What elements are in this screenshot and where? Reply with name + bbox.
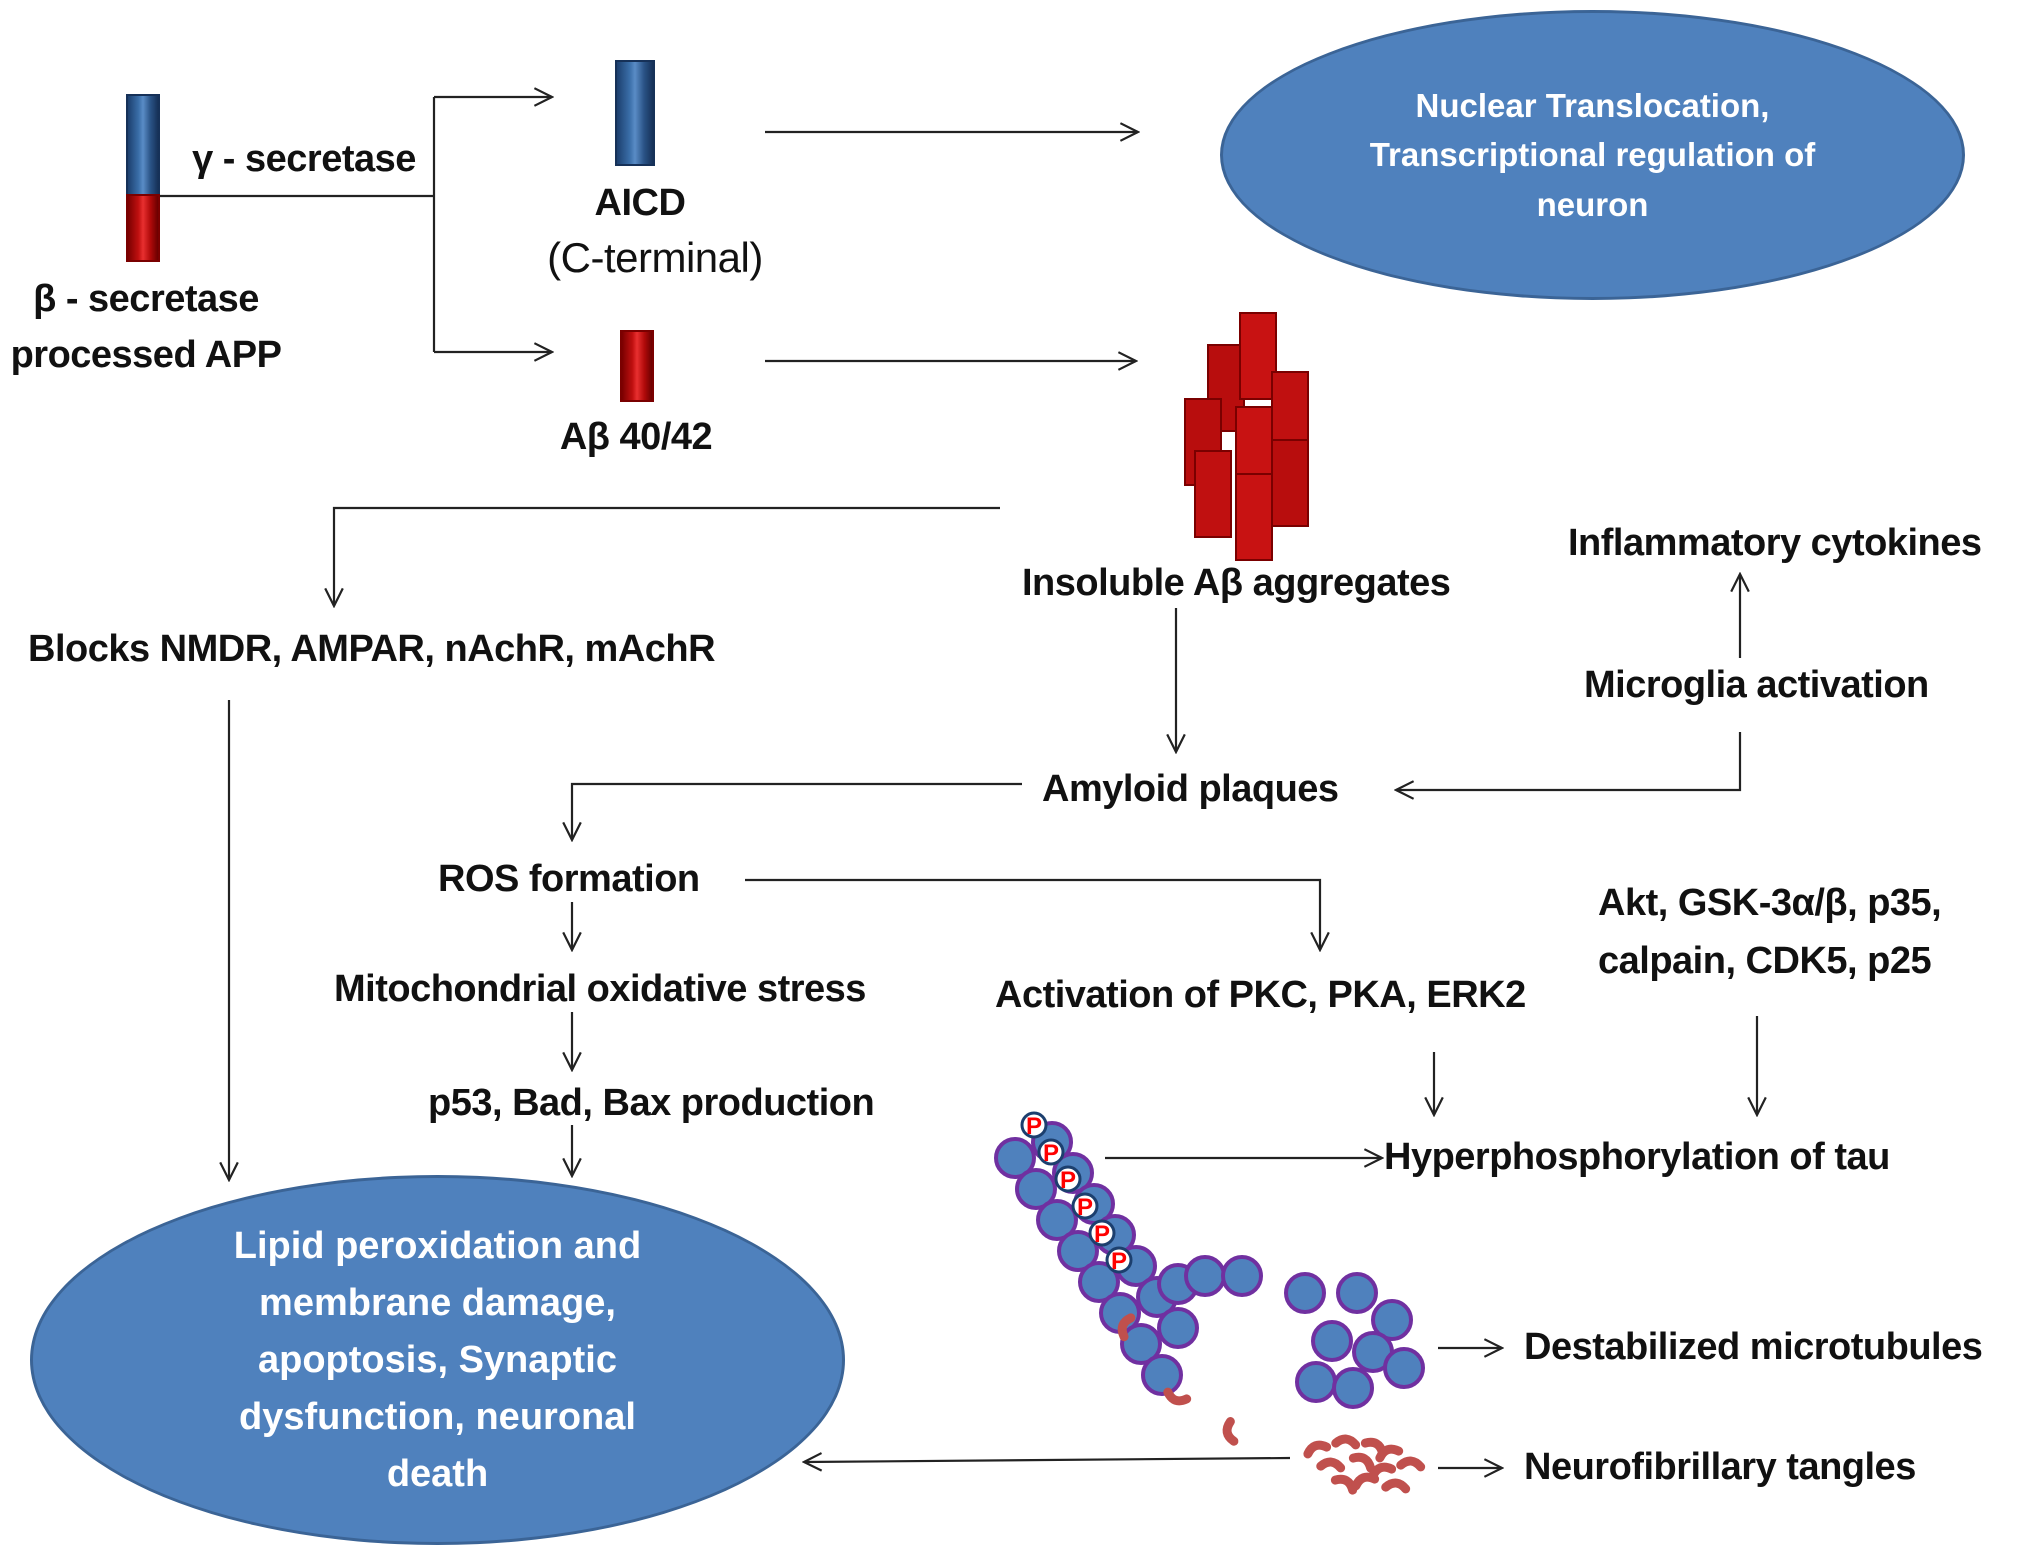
arrow-amyloid-to-ros <box>572 782 1022 840</box>
tangle-fragment <box>1348 1452 1376 1473</box>
inflammatory-cytokines-label: Inflammatory cytokines <box>1568 522 1982 564</box>
phospho-marker-label: P <box>1026 1113 1042 1140</box>
tubulin-bead <box>1295 1361 1337 1403</box>
tangle-fragment <box>1331 1434 1361 1450</box>
destabilized-microtubules-label: Destabilized microtubules <box>1524 1326 1983 1368</box>
phospho-marker <box>1088 1219 1116 1247</box>
tubulin-bead <box>1184 1255 1226 1297</box>
app-label-line2: processed APP <box>10 334 282 376</box>
neurofibrillary-tangle-icon <box>1117 1313 1426 1495</box>
aicd-fragment-icon <box>615 60 655 166</box>
hyperphosphorylation-label: Hyperphosphorylation of tau <box>1384 1136 1890 1178</box>
mitochondrial-stress-label: Mitochondrial oxidative stress <box>334 968 866 1010</box>
tubulin-bead <box>1036 1199 1078 1241</box>
tubulin-bead <box>1015 1168 1057 1210</box>
aggregate-bar <box>1194 450 1232 538</box>
tangle-fragment <box>1316 1457 1346 1473</box>
tubulin-bead <box>1120 1323 1162 1365</box>
phospho-marker <box>1105 1246 1133 1274</box>
lipid-line-4: dysfunction, neuronal <box>239 1395 636 1438</box>
microglia-activation-label: Microglia activation <box>1584 664 1929 706</box>
nuclear-translocation-ellipse: Nuclear Translocation, Transcriptional r… <box>1220 10 1965 300</box>
tangle-fragment <box>1163 1387 1192 1406</box>
ros-formation-label: ROS formation <box>438 858 700 900</box>
lipid-line-5: death <box>386 1452 489 1495</box>
abeta-aggregate-icon <box>1184 312 1309 561</box>
tangle-fragment <box>1351 1472 1380 1491</box>
tubulin-bead <box>1057 1230 1099 1272</box>
tubulin-bead <box>994 1137 1036 1179</box>
tubulin-bead <box>1332 1367 1374 1409</box>
tubulin-bead <box>1336 1272 1378 1314</box>
app-abeta-segment <box>126 194 160 262</box>
amyloid-plaques-label: Amyloid plaques <box>1042 768 1339 810</box>
phospho-marker <box>1071 1192 1099 1220</box>
tubulin-bead <box>1078 1261 1120 1303</box>
arrow-aggregates-to-blocks <box>334 506 1000 606</box>
receptor-blockade-label: Blocks NMDR, AMPAR, nAchR, mAchR <box>28 628 716 670</box>
lipid-line-1: Lipid peroxidation and <box>233 1224 642 1267</box>
destabilized-microtubule-icon <box>1284 1272 1425 1409</box>
kinase-activation-label: Activation of PKC, PKA, ERK2 <box>995 974 1526 1016</box>
aicd-label: AICD <box>594 182 686 224</box>
app-label-line1: β - secretase <box>33 278 259 320</box>
arrow-microglia-to-amyloid <box>1396 732 1742 790</box>
tangle-fragment <box>1117 1313 1136 1342</box>
abeta-fragment-icon <box>620 330 654 402</box>
phospho-marker <box>1054 1165 1082 1193</box>
tubulin-bead <box>1284 1272 1326 1314</box>
arrow-ros-to-pkc <box>745 878 1320 950</box>
phospho-marker-label: P <box>1111 1248 1127 1275</box>
aggregate-bar <box>1239 312 1277 400</box>
aggregate-bar <box>1235 473 1273 561</box>
apoptotic-proteins-label: p53, Bad, Bax production <box>428 1082 875 1124</box>
app-c-terminal-segment <box>126 94 160 196</box>
tubulin-bead <box>1221 1255 1263 1297</box>
tubulin-bead <box>1157 1307 1199 1349</box>
phospho-marker-label: P <box>1077 1194 1093 1221</box>
tangle-fragment <box>1375 1444 1404 1463</box>
lipid-line-3: apoptosis, Synaptic <box>258 1338 617 1381</box>
insoluble-aggregates-label: Insoluble Aβ aggregates <box>1022 562 1451 604</box>
phospho-marker-label: P <box>1060 1167 1076 1194</box>
abeta-label: Aβ 40/42 <box>559 416 713 458</box>
akt-gsk-label-line1: Akt, GSK-3α/β, p35, <box>1598 882 1942 924</box>
phospho-marker <box>1020 1111 1048 1139</box>
nuclear-line-2: Transcriptional regulation of <box>1369 136 1816 174</box>
tangle-fragment <box>1222 1417 1239 1446</box>
neurofibrillary-tangles-label: Neurofibrillary tangles <box>1524 1446 1916 1488</box>
tubulin-bead <box>1383 1347 1425 1389</box>
aicd-subtitle: (C-terminal) <box>547 234 763 281</box>
phospho-marker-label: P <box>1043 1140 1059 1167</box>
lipid-line-2: membrane damage, <box>259 1281 616 1324</box>
tubulin-bead <box>1141 1354 1183 1396</box>
nuclear-line-1: Nuclear Translocation, <box>1415 86 1770 124</box>
neuronal-damage-ellipse: Lipid peroxidation and membrane damage, … <box>30 1175 845 1545</box>
tubulin-bead <box>1311 1320 1353 1362</box>
gamma-secretase-label: γ - secretase <box>192 138 416 180</box>
phospho-marker-label: P <box>1094 1221 1110 1248</box>
tangle-fragment <box>1381 1478 1411 1494</box>
tangle-fragment <box>1303 1440 1332 1459</box>
arrow-tangles-to-lipid <box>804 1458 1291 1462</box>
nuclear-line-3: neuron <box>1536 185 1649 223</box>
akt-gsk-label-line2: calpain, CDK5, p25 <box>1598 940 1932 982</box>
tubulin-bead <box>1371 1299 1413 1341</box>
phospho-marker <box>1037 1138 1065 1166</box>
aggregate-bar <box>1271 439 1309 527</box>
tangle-fragment <box>1396 1456 1426 1472</box>
